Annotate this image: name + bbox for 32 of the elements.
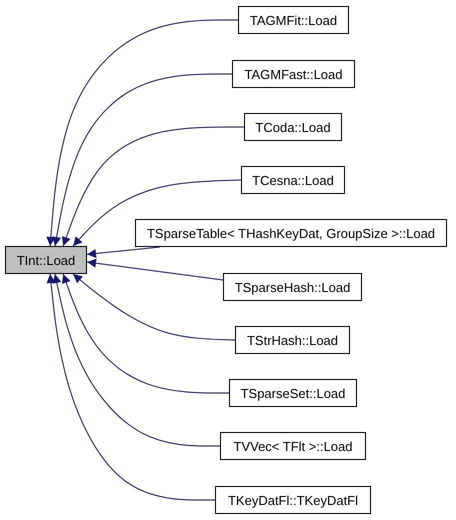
function-box [220, 432, 366, 460]
function-name: TCoda::Load [255, 120, 331, 134]
function-box [238, 6, 349, 34]
function-name: TCesna::Load [252, 172, 334, 188]
arrow [62, 126, 244, 246]
function-box [223, 273, 362, 301]
function-box [235, 326, 350, 354]
function-name: TSparseSet::Load [240, 386, 346, 400]
arrow [72, 274, 236, 340]
arrow [62, 274, 230, 394]
function-name: TSparseTable< THashKeyDat, GroupSize >::Load [146, 226, 436, 240]
arrow [52, 274, 220, 446]
function-name: TSparseHash::Load [234, 280, 350, 294]
function-box [5, 246, 87, 274]
function-name: TKeyDatFl::TKeyDatFl [228, 492, 358, 508]
arrow [52, 74, 232, 246]
function-box [215, 486, 371, 514]
function-box [244, 113, 342, 141]
function-name: TAGMFast::Load [244, 66, 342, 82]
function-name: TInt::Load [16, 252, 76, 268]
function-name: TStrHash::Load [246, 332, 338, 348]
function-box [241, 166, 345, 194]
arrow [46, 20, 238, 246]
arrow [86, 258, 224, 280]
function-name: TAGMFit::Load [250, 12, 338, 28]
function-name: TVVec< TFlt >::Load [234, 438, 352, 454]
arrow [72, 180, 242, 246]
arrow [86, 246, 160, 258]
function-box [232, 60, 355, 88]
function-box [229, 379, 357, 407]
arrow [46, 274, 216, 500]
function-box [135, 219, 447, 247]
